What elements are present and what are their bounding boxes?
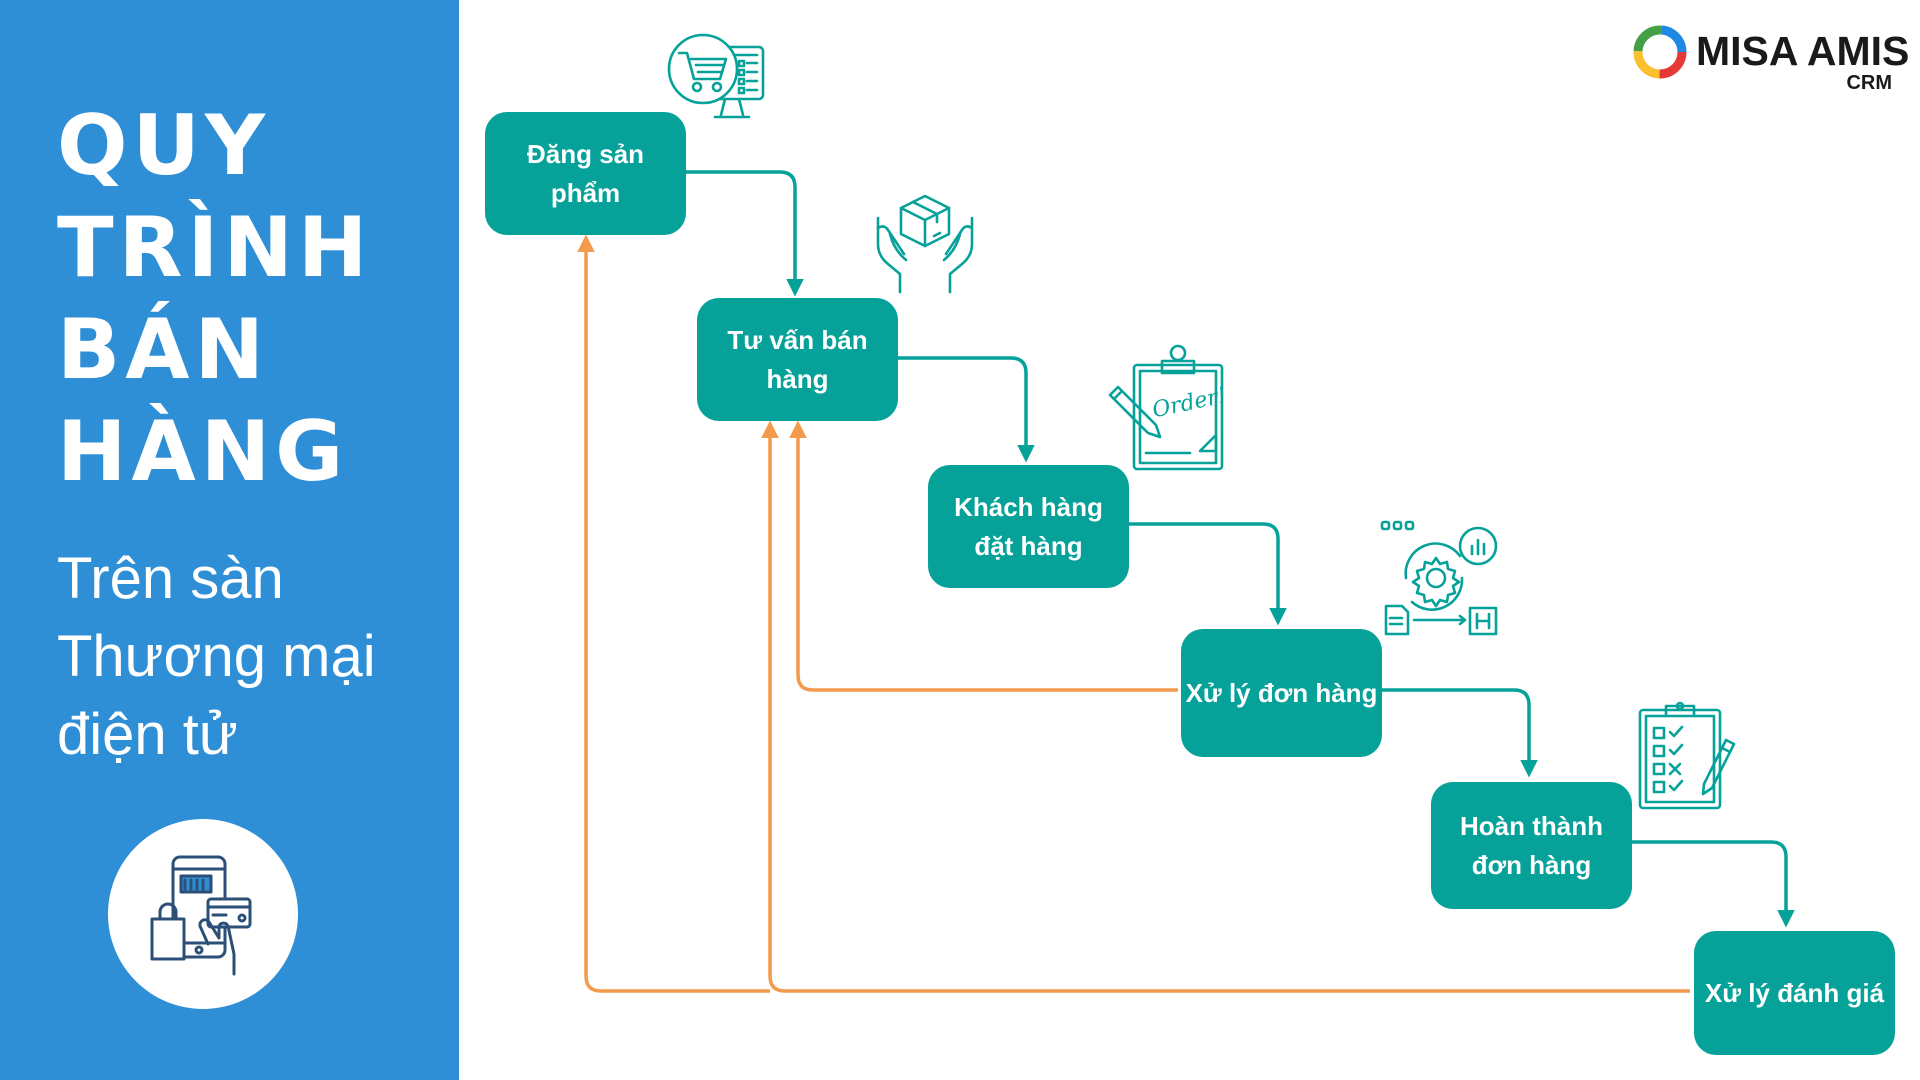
mobile-shopping-icon-badge bbox=[108, 819, 298, 1009]
step-khach-hang-dat-hang[interactable]: Khách hàng đặt hàng bbox=[928, 465, 1129, 588]
title-line: QUY bbox=[57, 97, 271, 194]
feedback-arrow bbox=[789, 420, 1178, 692]
checklist-icon bbox=[1638, 701, 1736, 810]
step-label: đơn hàng bbox=[1471, 849, 1592, 880]
logo-subtitle: CRM bbox=[1846, 72, 1892, 94]
title-line: TRÌNH bbox=[57, 199, 373, 296]
step-label: Đăng sản bbox=[526, 138, 645, 169]
step-label: Xử lý đánh giá bbox=[1704, 977, 1885, 1008]
page-subtitle: Trên sàn Thương mại điện tử bbox=[57, 540, 447, 774]
step-label: phẩm bbox=[550, 177, 621, 208]
step-label: Tư vấn bán bbox=[727, 324, 868, 355]
step-label: hàng bbox=[766, 363, 829, 394]
feedback-arrow bbox=[761, 420, 1690, 993]
page-title: QUY TRÌNH BÁN HÀNG bbox=[57, 95, 437, 503]
misa-amis-logo: MISA AMIS CRM bbox=[1630, 22, 1909, 97]
step-label: đặt hàng bbox=[974, 530, 1083, 561]
mobile-shopping-icon bbox=[150, 855, 252, 976]
step-hoan-thanh-don-hang[interactable]: Hoàn thành đơn hàng bbox=[1431, 782, 1632, 909]
step-tu-van-ban-hang[interactable]: Tư vấn bán hàng bbox=[697, 298, 898, 421]
title-line: BÁN bbox=[57, 301, 269, 398]
subtitle-line: điện tử bbox=[57, 702, 238, 767]
flow-arrow bbox=[1628, 840, 1795, 928]
flow-arrow bbox=[895, 356, 1035, 463]
sidebar-panel: QUY TRÌNH BÁN HÀNG Trên sàn Thương mại đ… bbox=[0, 0, 459, 1080]
step-label: Xử lý đơn hàng bbox=[1185, 677, 1378, 708]
flow-arrow bbox=[1125, 522, 1287, 626]
box-in-hands-icon bbox=[876, 194, 974, 294]
step-dang-san-pham[interactable]: Đăng sản phẩm bbox=[485, 112, 686, 235]
shopping-cart-monitor-icon bbox=[667, 33, 765, 119]
feedback-arrow bbox=[577, 234, 770, 993]
flow-arrow bbox=[1377, 688, 1538, 778]
gear-process-icon bbox=[1380, 520, 1498, 636]
subtitle-line: Thương mại bbox=[57, 624, 376, 689]
step-xu-ly-danh-gia[interactable]: Xử lý đánh giá bbox=[1694, 931, 1895, 1055]
title-line: HÀNG bbox=[57, 403, 349, 500]
flow-arrow bbox=[685, 170, 804, 297]
step-xu-ly-don-hang[interactable]: Xử lý đơn hàng bbox=[1181, 629, 1382, 757]
step-label: Hoàn thành bbox=[1460, 810, 1603, 841]
step-label: Khách hàng bbox=[954, 491, 1103, 522]
misa-ring-logo bbox=[1633, 25, 1687, 79]
order-clipboard-icon: Order! bbox=[1108, 344, 1228, 471]
subtitle-line: Trên sàn bbox=[57, 546, 284, 611]
logo-wordmark: MISA AMIS bbox=[1696, 28, 1910, 74]
